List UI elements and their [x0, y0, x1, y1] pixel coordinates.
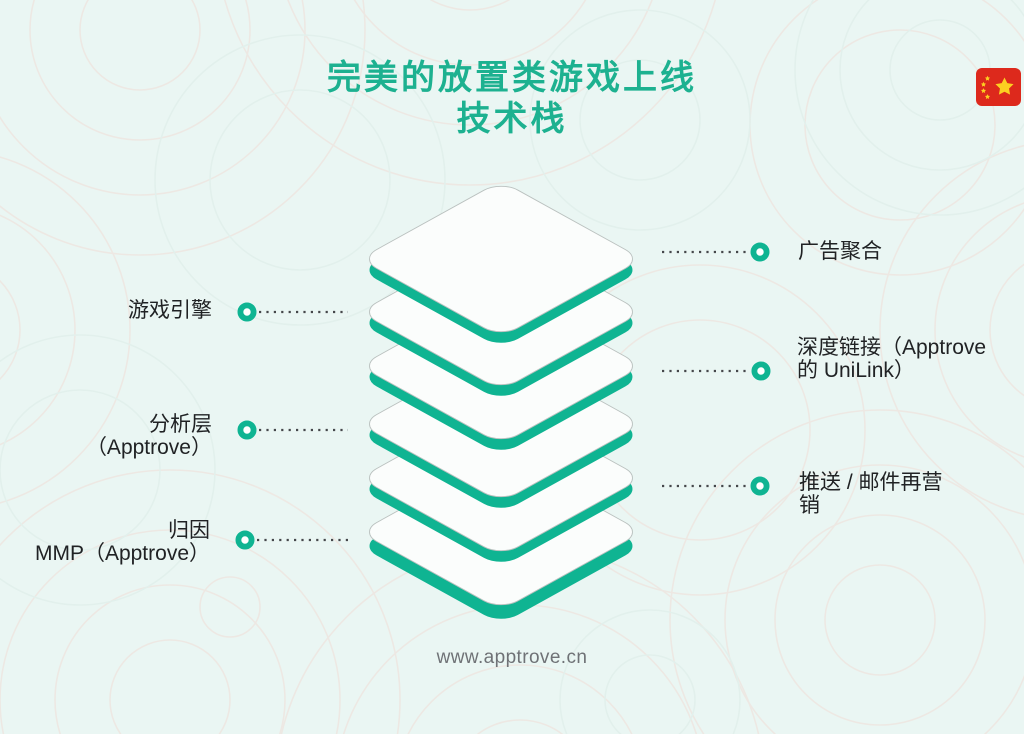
- label-game-engine: 游戏引擎: [128, 299, 212, 322]
- page-title-line-1: 完美的放置类游戏上线: [327, 59, 697, 97]
- connector-dot-left-2: [237, 420, 257, 440]
- connector-dot-right-2: [751, 361, 771, 381]
- connector-dot-left-1: [237, 302, 257, 322]
- label-attribution-mmp: 归因 MMP（Apptrove）: [34, 519, 210, 565]
- page-title: 完美的放置类游戏上线 技术栈: [0, 58, 1024, 140]
- page-title-line-2: 技术栈: [456, 100, 568, 138]
- connector-dot-right-3: [750, 476, 770, 496]
- label-ad-mediation: 广告聚合: [798, 240, 882, 263]
- label-push-email-remarketing: 推送 / 邮件再营 销: [799, 471, 943, 517]
- connector-dot-left-3: [235, 530, 255, 550]
- label-deep-linking: 深度链接（Apptrove 的 UniLink）: [797, 336, 987, 382]
- stack-layer-1: [360, 181, 643, 343]
- website-url: www.apptrove.cn: [436, 647, 588, 668]
- label-analytics-layer: 分析层 （Apptrove）: [85, 413, 212, 459]
- connector-dot-right-1: [750, 242, 770, 262]
- china-flag-icon: [976, 68, 1021, 106]
